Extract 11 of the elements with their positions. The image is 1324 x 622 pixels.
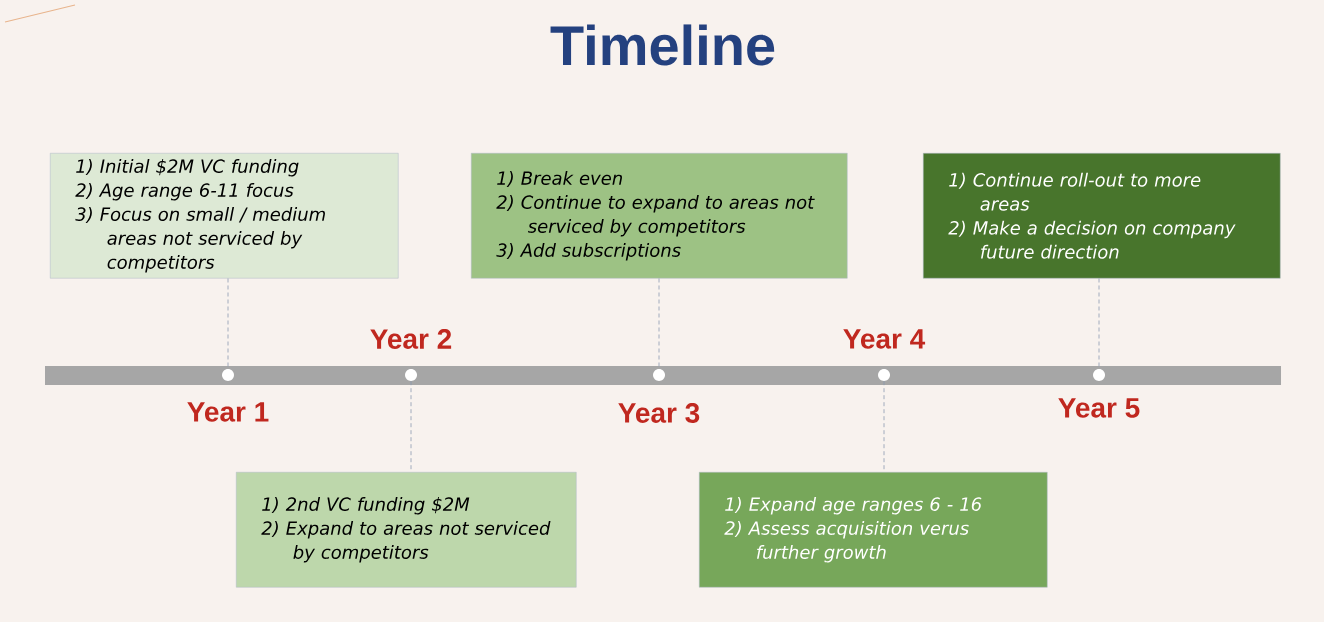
milestone-box: 1) Continue roll-out to more areas 2) Make a decision on company future direction — [923, 153, 1281, 279]
year-label: Year 3 — [618, 403, 700, 423]
year-label: Year 4 — [843, 329, 926, 349]
year-label: Year 5 — [1058, 398, 1140, 418]
year-label: Year 2 — [370, 329, 452, 349]
milestone-box: 1) Initial $2M VC funding 2) Age range 6-11 focus 3) Focus on small / medium areas not serviced by competitors — [50, 153, 399, 279]
milestone-box: 1) Break even 2) Continue to expand to areas not serviced by competitors 3) Add subscriptions — [471, 153, 848, 279]
title: Timeline — [550, 24, 775, 66]
year-label: Year 1 — [187, 402, 269, 422]
milestone-box: 1) 2nd VC funding $2M 2) Expand to areas not serviced by competitors — [236, 472, 577, 588]
milestone-box: 1) Expand age ranges 6 - 16 2) Assess acquisition verus further growth — [699, 472, 1048, 588]
